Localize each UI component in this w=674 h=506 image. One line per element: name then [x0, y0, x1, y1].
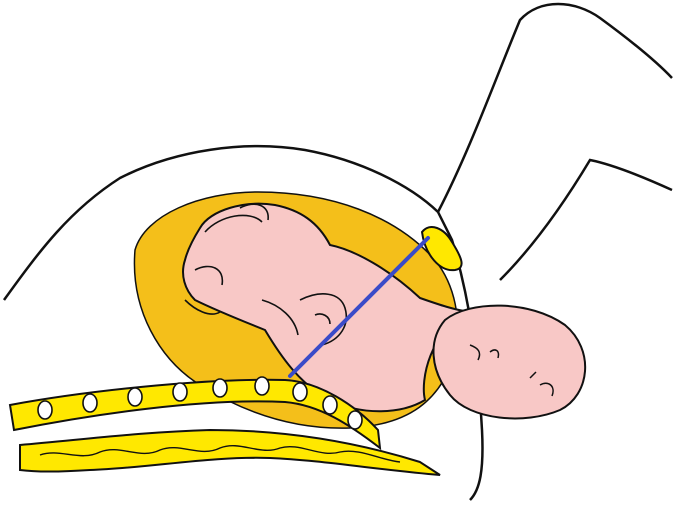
vertebra	[323, 396, 337, 414]
fetal-head	[434, 306, 586, 419]
vertebra	[255, 377, 269, 395]
vertebra	[293, 383, 307, 401]
vertebra	[83, 394, 97, 412]
vertebra	[173, 383, 187, 401]
vertebra	[348, 411, 362, 429]
maternal-thigh	[438, 4, 672, 280]
vertebra	[213, 379, 227, 397]
vertebra	[38, 401, 52, 419]
vertebra	[128, 388, 142, 406]
